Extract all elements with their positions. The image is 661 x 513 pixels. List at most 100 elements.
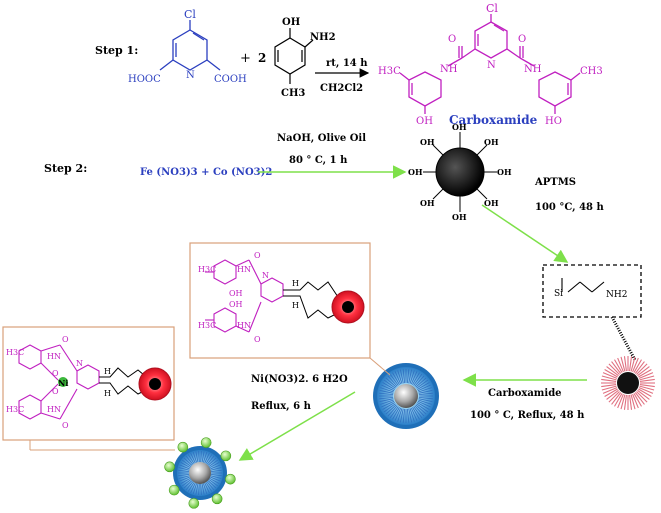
ligand-strand: [406, 408, 410, 423]
ligand-strand: [192, 483, 197, 495]
ligand-strand: [408, 408, 413, 423]
fringe-strand: [637, 389, 650, 400]
ligand-strand: [181, 459, 192, 467]
product-nh-left: NH: [440, 64, 458, 75]
ligand-strand: [190, 482, 196, 494]
ni-sphere: [211, 493, 223, 505]
ligand-strand: [416, 379, 429, 389]
step1-conditions-bottom: CH2Cl2: [320, 83, 363, 94]
ligand-o-bottom: O: [254, 335, 261, 344]
fringe-strand: [601, 385, 617, 391]
ligand-h-top: H: [292, 279, 299, 288]
ligand-strand: [394, 407, 402, 421]
ligand-strand: [190, 452, 196, 464]
ligand-strand: [178, 469, 190, 473]
ligand-strand: [408, 369, 413, 384]
fringe-strand: [638, 388, 652, 397]
ligand-strand: [178, 475, 190, 479]
fringe-strand: [602, 372, 618, 379]
fringe-strand: [620, 394, 626, 410]
ligand-strand: [192, 451, 197, 463]
ligand-strand: [209, 462, 220, 469]
oh-label: OH: [420, 137, 435, 147]
ligand-strand: [206, 481, 215, 491]
reactant1-hooc: HOOC: [128, 74, 161, 85]
ligand-h3c-top: H3C: [198, 265, 216, 274]
oh-label: OH: [452, 122, 467, 132]
ligand-strand: [397, 408, 403, 422]
fringe-strand: [633, 359, 642, 373]
oh-label: OH: [452, 212, 467, 222]
complex-box-core-center: [149, 378, 161, 390]
complex-box-linkers: [99, 367, 151, 395]
step1-label: Step 1:: [95, 44, 138, 57]
ligand-strand: [379, 396, 394, 400]
ligand-strand: [379, 389, 394, 394]
complex-h3c-top: H3C: [6, 348, 24, 357]
complex-o-top: O: [62, 335, 69, 344]
ligand-strand: [413, 406, 423, 419]
ligand-strand: [381, 400, 395, 408]
ligand-box: [189, 242, 371, 359]
step4-reagent: Ni(NO3)2. 6 H2O: [251, 374, 348, 385]
complex-h-top: H: [104, 367, 111, 376]
ligand-strand: [200, 483, 202, 495]
ligand-strand: [180, 462, 191, 469]
ligand-strand: [397, 370, 403, 384]
step4-conditions: Reflux, 6 h: [251, 401, 312, 412]
fringe-strand: [634, 392, 645, 405]
coefficient: 2: [258, 51, 266, 65]
ligand-strand: [207, 480, 217, 489]
ligand-strand: [410, 407, 418, 421]
oh-labels: OH OH OH OH OH OH OH OH: [408, 122, 512, 222]
aptms-nh2: NH2: [606, 290, 627, 300]
ligand-strand: [409, 370, 415, 384]
fringe-strand: [633, 393, 642, 407]
ligand-strand: [389, 406, 399, 419]
ligand-strand: [179, 476, 190, 482]
oh-nanoparticle: [423, 132, 497, 212]
reactant1-cl: Cl: [184, 8, 196, 21]
ligand-strand: [380, 387, 394, 393]
linker-dash: [610, 316, 637, 361]
ligand-strand: [185, 481, 194, 491]
amine-nanoparticle: [601, 356, 655, 410]
product-o-left: O: [448, 34, 456, 45]
ni-sphere: [220, 450, 232, 462]
ligand-strand: [382, 402, 395, 410]
step2-conditions-bottom: 80 ° C, 1 h: [289, 155, 348, 166]
ligand-strand: [416, 403, 429, 413]
product-n: N: [487, 60, 496, 71]
step2-label: Step 2:: [44, 162, 87, 175]
ligand-strand: [379, 392, 394, 396]
ligand-strand: [418, 399, 432, 405]
reactant1-cooh: COOH: [214, 74, 247, 85]
complex-hn-bottom: HN: [47, 405, 61, 414]
ligand-strand: [204, 452, 210, 464]
step4-arrow: [238, 391, 356, 461]
ni-sphere: [225, 473, 236, 485]
ligand-strand: [406, 369, 410, 384]
ligand-strand: [380, 399, 394, 405]
ligand-strand: [208, 459, 219, 467]
fringe-strand: [630, 356, 636, 372]
product-oh-left: OH: [416, 116, 433, 127]
fringe-strand: [632, 393, 639, 409]
aptms-box: [542, 264, 642, 318]
complex-box: [2, 326, 175, 441]
fringe-strand: [611, 392, 622, 405]
ligand-strand: [418, 389, 433, 394]
ligand-strand: [394, 371, 402, 385]
fringe-strand: [638, 369, 652, 378]
ligand-strand: [417, 384, 431, 392]
fringe-strand: [608, 363, 620, 375]
ligand-strand: [180, 477, 191, 484]
ligand-strand: [210, 469, 222, 473]
ligand-strand: [399, 408, 404, 423]
ligand-strand: [179, 464, 190, 470]
ni-sphere: [168, 484, 180, 496]
fringe-strand: [614, 393, 623, 407]
ni-sphere: [177, 441, 189, 453]
ligand-strand: [418, 396, 433, 400]
ligand-strand: [418, 387, 432, 393]
